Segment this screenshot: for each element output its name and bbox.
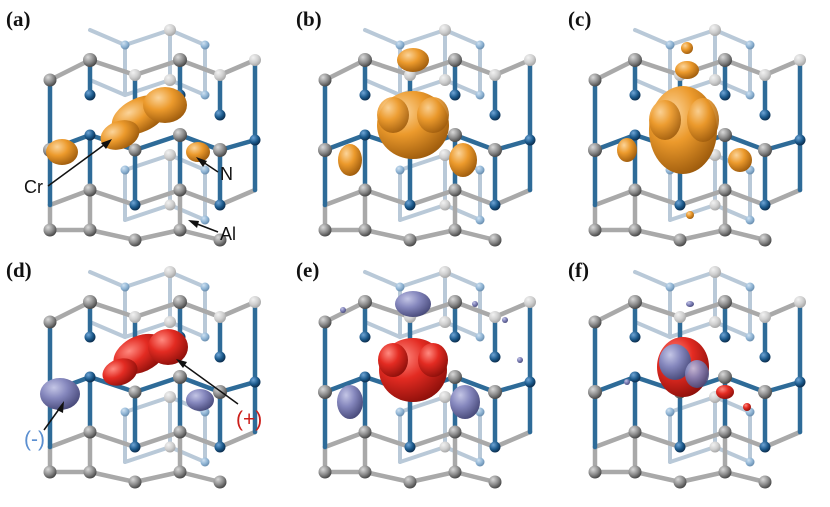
annotation-cr: Cr [24, 139, 112, 197]
panel-label: (a) [6, 7, 31, 31]
spin-density-lobes [40, 329, 214, 411]
annotation-n: N [196, 157, 233, 184]
panel-a [43, 24, 261, 247]
panel-label: (c) [568, 7, 591, 31]
spin-density-lobes [337, 291, 523, 419]
lattice-structure [43, 266, 261, 489]
annotation-al: Al [188, 220, 236, 244]
label-plus: (+) [236, 408, 262, 431]
spin-density-lobes [624, 301, 751, 411]
label-cr: Cr [24, 177, 43, 197]
panel-b [318, 24, 536, 247]
panel-d [40, 266, 261, 489]
label-n: N [220, 164, 233, 184]
lattice-structure [43, 24, 261, 247]
panel-e [318, 266, 536, 489]
label-al: Al [220, 224, 236, 244]
panel-label: (b) [296, 7, 322, 31]
charge-density-lobes [617, 42, 752, 219]
panel-f [588, 266, 806, 489]
panel-label: (e) [296, 258, 319, 282]
panel-label: (f) [568, 258, 589, 282]
charge-density-lobes [46, 87, 210, 165]
charge-density-lobes [338, 48, 477, 177]
label-minus: (-) [24, 428, 45, 451]
annotation-plus: (+) [176, 359, 262, 431]
annotation-minus: (-) [24, 401, 64, 451]
panel-label: (d) [6, 258, 32, 282]
panel-c [588, 24, 806, 247]
